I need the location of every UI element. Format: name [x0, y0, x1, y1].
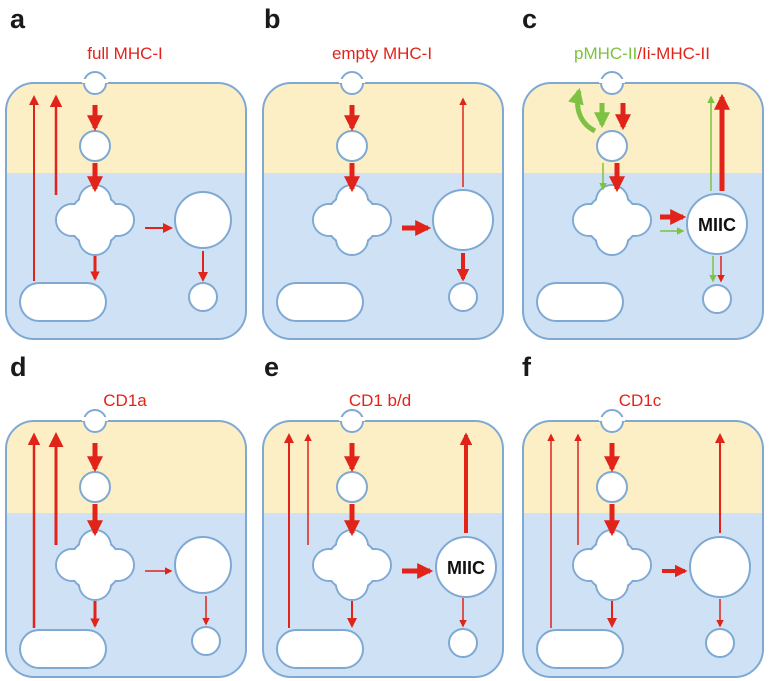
- panel-title: empty MHC-I: [332, 44, 432, 63]
- panel-c: c pMHC-II/Ii-MHC-II: [522, 4, 764, 340]
- early-vesicle: [79, 471, 111, 503]
- plasma-membrane: [262, 420, 504, 678]
- early-vesicle: [596, 471, 628, 503]
- panel-letter: c: [522, 4, 537, 34]
- panel-title: CD1a: [103, 391, 147, 410]
- cell: [522, 409, 764, 678]
- plasma-membrane: [5, 82, 247, 340]
- panel-letter: b: [264, 4, 281, 34]
- miic-compartment: [435, 536, 497, 598]
- miic-compartment: [686, 193, 748, 255]
- panel-e: e CD1 b/d MIIC: [262, 352, 504, 678]
- cell: [5, 71, 247, 340]
- early-vesicle: [336, 130, 368, 162]
- lysosome: [188, 282, 218, 312]
- panel-b: b empty MHC-I: [262, 4, 504, 340]
- cell: [5, 409, 247, 678]
- miic-label: MIIC: [447, 558, 485, 578]
- recycling-compartment: [19, 282, 107, 322]
- panel-letter: e: [264, 352, 279, 382]
- arrow: [568, 87, 597, 134]
- endosome: [55, 529, 135, 601]
- panel-title: CD1 b/d: [349, 391, 411, 410]
- endosome: [55, 184, 135, 256]
- plasma-membrane: [262, 82, 504, 340]
- cell: MIIC: [522, 71, 764, 340]
- recycling-compartment: [536, 282, 624, 322]
- early-vesicle: [336, 471, 368, 503]
- early-vesicle: [596, 130, 628, 162]
- recycling-compartment: [276, 629, 364, 669]
- lysosome: [448, 282, 478, 312]
- panel-title: full MHC-I: [87, 44, 163, 63]
- panel-title: CD1c: [619, 391, 662, 410]
- panel-d: d CD1a: [5, 352, 247, 678]
- late-compartment: [689, 536, 751, 598]
- lysosome: [705, 628, 735, 658]
- recycling-compartment: [276, 282, 364, 322]
- early-vesicle: [79, 130, 111, 162]
- lysosome: [448, 628, 478, 658]
- plasma-membrane: [522, 420, 764, 678]
- plasma-membrane: [5, 420, 247, 678]
- panel-letter: f: [522, 352, 532, 382]
- panel-letter: a: [10, 4, 26, 34]
- lysosome: [191, 626, 221, 656]
- panel-a: a full MHC-I: [5, 4, 247, 340]
- lysosome: [702, 284, 732, 314]
- cell: MIIC: [262, 409, 504, 678]
- plasma-membrane: [522, 82, 764, 340]
- panel-letter: d: [10, 352, 27, 382]
- late-compartment: [174, 536, 232, 594]
- panel-title: pMHC-II/Ii-MHC-II: [574, 44, 710, 63]
- endosome: [572, 184, 652, 256]
- cell: [262, 71, 504, 340]
- recycling-compartment: [19, 629, 107, 669]
- late-compartment: [432, 189, 494, 251]
- recycling-compartment: [536, 629, 624, 669]
- panel-f: f CD1c: [522, 352, 764, 678]
- endosome: [312, 184, 392, 256]
- miic-label: MIIC: [698, 215, 736, 235]
- late-compartment: [174, 191, 232, 249]
- endosome: [572, 529, 652, 601]
